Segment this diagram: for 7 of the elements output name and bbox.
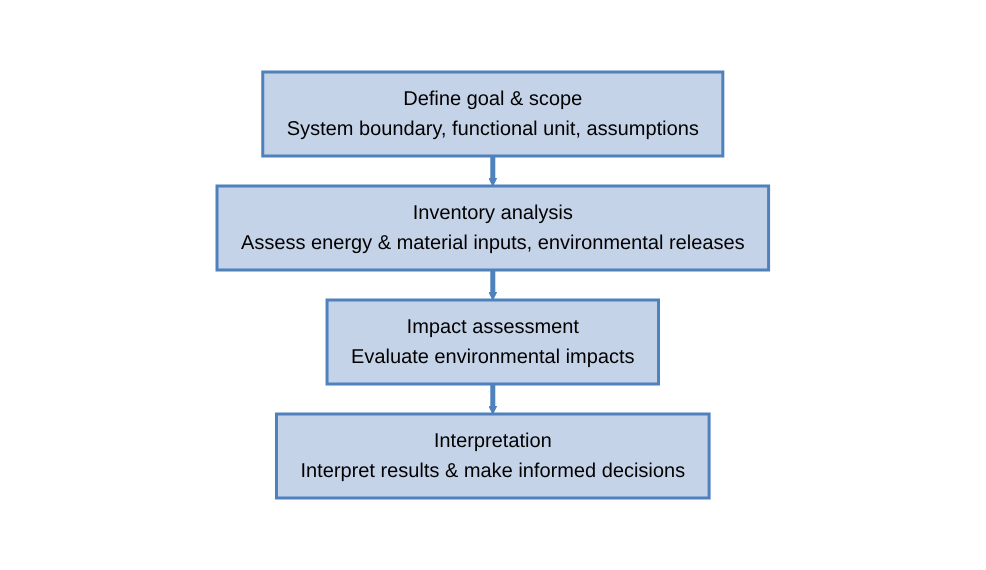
arrow	[488, 270, 498, 300]
node-box: Impact assessment Evaluate environmental impacts	[326, 298, 660, 386]
arrow	[488, 384, 498, 414]
node-box: Inventory analysis Assess energy & material inputs, environmental releases	[216, 184, 770, 272]
node-box: Interpretation Interpret results & make informed decisions	[275, 412, 711, 500]
arrow	[488, 156, 498, 186]
node-box: Define goal & scope System boundary, functional unit, assumptions	[261, 70, 725, 158]
